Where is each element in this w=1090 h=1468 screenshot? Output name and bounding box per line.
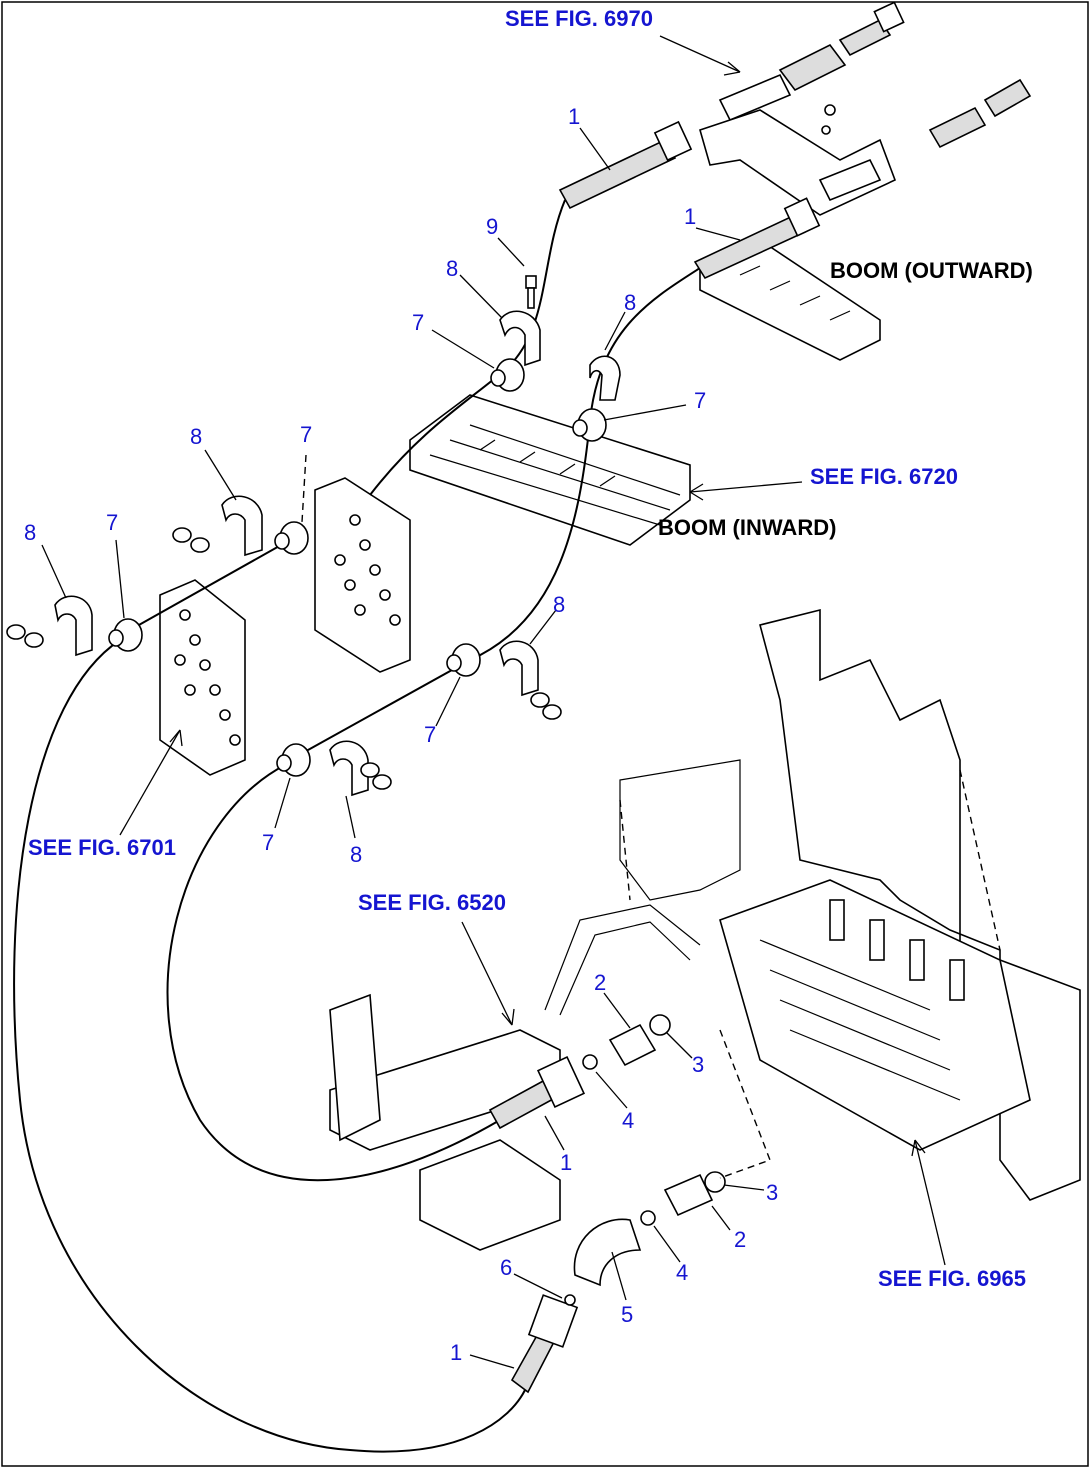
callout-9: 9 xyxy=(486,214,498,239)
callout-8-left: 8 xyxy=(24,520,36,545)
ref-fig-6965[interactable]: SEE FIG. 6965 xyxy=(878,1266,1026,1291)
clamp-blocks xyxy=(108,358,607,777)
callout-3-upper: 3 xyxy=(692,1052,704,1077)
callout-4-upper: 4 xyxy=(622,1108,634,1133)
clamp-plates xyxy=(54,310,621,797)
bolt xyxy=(525,275,537,309)
callout-3-lower: 3 xyxy=(766,1180,778,1205)
callout-7-top-right: 7 xyxy=(694,388,706,413)
callout-7-top: 7 xyxy=(412,310,424,335)
callout-7-left: 7 xyxy=(106,510,118,535)
callout-8-mid: 8 xyxy=(190,424,202,449)
boom-end-fittings xyxy=(699,1,1032,216)
callout-1-bottom: 1 xyxy=(450,1340,462,1365)
callout-1-lower: 1 xyxy=(560,1150,572,1175)
mounting-bracket-upper xyxy=(314,477,411,673)
callout-2-lower: 2 xyxy=(734,1227,746,1252)
pipe-assembly xyxy=(329,904,701,1251)
callout-7-lower: 7 xyxy=(262,830,274,855)
callout-8-lower: 8 xyxy=(350,842,362,867)
ref-fig-6701[interactable]: SEE FIG. 6701 xyxy=(28,835,176,860)
fittings xyxy=(564,1014,726,1306)
callout-1-right: 1 xyxy=(684,204,696,229)
callout-7-mid: 7 xyxy=(300,422,312,447)
control-valve xyxy=(719,879,1031,1151)
ref-fig-6720[interactable]: SEE FIG. 6720 xyxy=(810,464,958,489)
leader-lines xyxy=(41,35,946,1369)
callout-6: 6 xyxy=(500,1255,512,1280)
callout-7-center: 7 xyxy=(424,722,436,747)
ref-fig-6520[interactable]: SEE FIG. 6520 xyxy=(358,890,506,915)
ref-fig-6970[interactable]: SEE FIG. 6970 xyxy=(505,6,653,31)
callout-1-top: 1 xyxy=(568,104,580,129)
label-boom-inward: BOOM (INWARD) xyxy=(658,515,836,540)
callout-8-top-right: 8 xyxy=(624,290,636,315)
hose-mid-upper xyxy=(129,539,291,631)
callout-8-top: 8 xyxy=(446,256,458,281)
mounting-bracket-lower xyxy=(159,579,246,776)
callout-5: 5 xyxy=(621,1302,633,1327)
hose-end-fittings xyxy=(488,120,821,1394)
boom-inward-block xyxy=(409,394,691,546)
hose-mid-lower xyxy=(289,659,471,761)
label-boom-outward: BOOM (OUTWARD) xyxy=(830,258,1033,283)
nuts-and-washers xyxy=(6,527,562,790)
callout-4-lower: 4 xyxy=(676,1260,688,1285)
callout-8-center: 8 xyxy=(553,592,565,617)
hose-lower-sweep xyxy=(166,764,501,1182)
callout-2-upper: 2 xyxy=(594,970,606,995)
hose-long-left xyxy=(13,639,526,1453)
